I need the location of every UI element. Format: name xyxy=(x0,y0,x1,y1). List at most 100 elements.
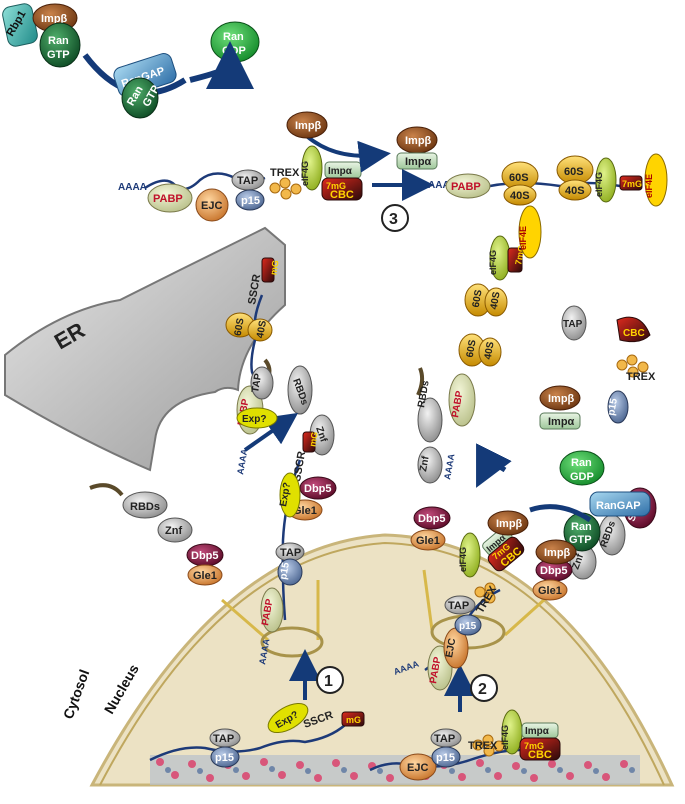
label-40s-r2: 40S xyxy=(489,291,503,311)
label-mg-c: mG xyxy=(307,431,319,448)
filament-right-pore-left: RBDs Znf Dbp5 Gle1 xyxy=(410,367,451,551)
label-znf-r1: Znf xyxy=(418,455,432,473)
label-impa-ff: Impα xyxy=(548,416,575,428)
label-60s-r2: 60S xyxy=(471,289,485,309)
label-tap-rp: TAP xyxy=(448,600,469,612)
nucleus-mrnp-1: TAP p15 Exp? SSCR mG xyxy=(149,702,365,768)
label-exp-free: Exp? xyxy=(242,414,266,425)
label-impb-r1: Impβ xyxy=(544,547,571,559)
label-ran-gtp-r: Ran xyxy=(571,521,592,533)
free-factors: TAP CBC TREX Impβ Impα p15 xyxy=(539,305,656,430)
label-tap-n1: TAP xyxy=(213,733,234,745)
ran-cycle-top: Rbp1 Impβ Ran GTP Ran GDP RanGAP Ran GTP xyxy=(2,3,260,119)
endoplasmic-reticulum: ER xyxy=(4,226,286,472)
label-p15-ff: p15 xyxy=(606,397,620,416)
aaaa-tr2: AAAA xyxy=(442,453,456,481)
label-tap-ff: TAP xyxy=(563,319,583,330)
export-arrow-er xyxy=(243,412,299,452)
label-40s-b: 40S xyxy=(565,185,585,197)
label-60s-b: 60S xyxy=(564,166,584,178)
label-ejc-rp: EJC xyxy=(444,637,458,658)
label-40s-r1: 40S xyxy=(483,341,497,361)
label-p15-n2: p15 xyxy=(436,752,455,764)
label-gle1-c: Gle1 xyxy=(293,505,317,517)
label-40s-er: 40S xyxy=(255,319,269,339)
label-exp-c: Exp? xyxy=(278,482,293,508)
label-gtp-r: GTP xyxy=(569,534,592,546)
label-rangap-r: RanGAP xyxy=(596,500,641,512)
step3-number: 3 xyxy=(389,211,398,228)
label-nucleus: Nucleus xyxy=(101,661,142,716)
label-cbc-n2: CBC xyxy=(528,749,552,761)
label-gdp-top: GDP xyxy=(222,45,246,57)
step1-circle xyxy=(316,666,344,694)
ran-cycle-right: Ran GDP RanGAP Ran GTP Impβ Impβ xyxy=(476,443,651,565)
label-znf: Znf xyxy=(165,525,182,537)
label-cbc-ff: CBC xyxy=(623,328,645,339)
label-gdp-r: GDP xyxy=(570,471,594,483)
label-7mg-n2: 7mG xyxy=(524,741,544,751)
label-rbds: RBDs xyxy=(130,501,160,513)
filament-left: RBDs Znf Dbp5 Gle1 xyxy=(89,483,224,586)
label-pabp-tr2: PABP xyxy=(450,390,466,419)
label-gtp-top: GTP xyxy=(47,49,70,61)
label-eif4g-tr: eIF4G xyxy=(594,172,604,197)
label-trex-ff: TREX xyxy=(626,371,656,383)
aaaa-er: AAAA xyxy=(235,448,249,476)
label-ejc-top: EJC xyxy=(201,200,222,212)
center-pore-mrnp: mG SSCR Exp? TAP p15 PABP AAAA xyxy=(257,431,320,665)
label-pabp-tr: PABP xyxy=(451,181,481,193)
label-tap-n2: TAP xyxy=(434,733,455,745)
label-tap-c: TAP xyxy=(280,547,301,559)
step2-circle xyxy=(470,674,498,702)
label-dbp5-r1: Dbp5 xyxy=(418,513,446,525)
label-dbp5-r2: Dbp5 xyxy=(540,565,568,577)
label-ran-gdp-top: Ran xyxy=(223,31,244,43)
label-znf-c: Znf xyxy=(313,425,329,444)
label-rbds-r1: RBDs xyxy=(416,379,432,408)
free-tap-exp: TAP Exp? xyxy=(236,366,278,429)
aaaa-top-right: AAAA xyxy=(428,180,457,191)
label-gle1-r1: Gle1 xyxy=(416,535,440,547)
label-eif4e-tr: eIF4E xyxy=(644,174,654,198)
label-tap-free: TAP xyxy=(250,372,264,393)
label-impa-free: Impα xyxy=(405,156,432,168)
label-cbc-top: CBC xyxy=(330,189,354,201)
aaaa-c: AAAA xyxy=(257,638,271,666)
label-p15-n1: p15 xyxy=(215,752,234,764)
label-dbp5: Dbp5 xyxy=(191,550,219,562)
label-60s-a: 60S xyxy=(509,172,529,184)
aaaa-top-left: AAAA xyxy=(118,182,147,193)
label-gle1: Gle1 xyxy=(193,570,217,582)
label-impb-r2: Impβ xyxy=(496,518,523,530)
label-p15-rp: p15 xyxy=(459,621,477,632)
label-tap-top: TAP xyxy=(237,175,258,187)
label-pabp-rp: PABP xyxy=(428,656,444,685)
label-impa-top: Impα xyxy=(328,166,353,177)
label-impa-n2: Impα xyxy=(525,726,550,737)
label-eif4g-n2: eIF4G xyxy=(500,725,510,750)
label-40s-a: 40S xyxy=(510,190,530,202)
translating-mrnp-right: PABP AAAA 60S 40S 60S 40S eIF4G 7mG eIF4… xyxy=(442,205,542,481)
label-ejc-n2: EJC xyxy=(407,762,428,774)
label-eif4g-r: eIF4G xyxy=(488,250,498,275)
step1-number: 1 xyxy=(324,673,333,690)
label-7mg-top: 7mG xyxy=(326,181,346,191)
label-cytosol: Cytosol xyxy=(60,667,93,721)
label-mg-n1: mG xyxy=(346,715,361,725)
step2-number: 2 xyxy=(478,681,487,698)
label-gle1-r2: Gle1 xyxy=(538,585,562,597)
label-impb-free2: Impβ xyxy=(405,135,432,147)
label-impb-free1: Impβ xyxy=(295,120,322,132)
label-eif4g-top: eIF4G xyxy=(300,161,310,186)
label-sscr-er: SSCR xyxy=(246,273,263,305)
label-trex-top: TREX xyxy=(270,167,300,179)
label-mg-er: mG xyxy=(268,259,280,276)
label-pabp-top: PABP xyxy=(153,193,183,205)
label-60s-er: 60S xyxy=(233,317,247,337)
label-eif4g-rp: eIF4G xyxy=(458,547,468,572)
label-eif4e-r: eIF4E xyxy=(518,226,528,250)
nucleus-mrnp-2: EJC TAP p15 TREX eIF4G Impα 7mG CBC xyxy=(369,709,561,781)
